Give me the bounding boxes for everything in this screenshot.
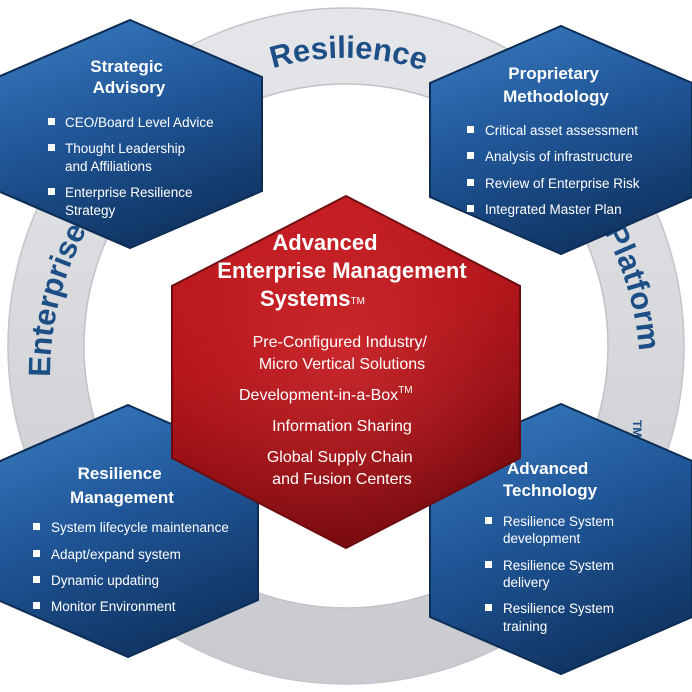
center-item: Pre-Configured Industry/ Micro Vertical … <box>253 334 432 373</box>
hex-shape <box>429 24 692 256</box>
bullet-icon <box>48 144 55 151</box>
bullet-icon <box>467 152 474 159</box>
center-item: Information Sharing <box>272 418 412 435</box>
hex-center-advanced-enterprise-management: Advanced Enterprise Management SystemsTM… <box>171 194 521 550</box>
hex-item: Review of Enterprise Risk <box>485 176 640 191</box>
bullet-icon <box>467 179 474 186</box>
center-title: Advanced Enterprise Management <box>217 230 467 283</box>
hex-glow <box>172 196 520 548</box>
hex-item: Dynamic updating <box>51 573 159 588</box>
hex-strategic-advisory: Strategic Advisory CEO/Board Level Advic… <box>0 18 263 250</box>
bullet-icon <box>33 576 40 583</box>
hex-title: Strategic Advisory <box>90 57 167 97</box>
bullet-icon <box>48 118 55 125</box>
bullet-icon <box>467 126 474 133</box>
hex-item: Monitor Environment <box>51 599 176 614</box>
hex-item: CEO/Board Level Advice <box>65 115 214 130</box>
bullet-icon <box>467 205 474 212</box>
hex-item: Critical asset assessment <box>485 123 638 138</box>
center-item: Development-in-a-BoxTM <box>239 385 413 404</box>
hex-item: Resilience System development <box>503 514 618 546</box>
hex-item: Analysis of infrastructure <box>485 149 633 164</box>
bullet-icon <box>485 517 492 524</box>
bullet-icon <box>33 602 40 609</box>
bullet-icon <box>485 561 492 568</box>
hex-item: Resilience System delivery <box>503 558 618 590</box>
ring-outer-edge <box>7 7 685 685</box>
hex-title: Advanced Technology <box>503 459 598 500</box>
ring-inner-edge <box>83 83 609 609</box>
bullet-icon <box>48 188 55 195</box>
hex-title: Resilience Management <box>70 464 174 507</box>
center-item: Global Supply Chain and Fusion Centers <box>267 449 417 488</box>
hex-item: Resilience System training <box>503 601 618 634</box>
hex-item: Adapt/expand system <box>51 547 181 562</box>
hex-shape <box>0 18 263 250</box>
bullet-icon <box>485 604 492 611</box>
center-title-systems: SystemsTM <box>260 286 365 311</box>
hex-item: Integrated Master Plan <box>485 202 622 217</box>
bullet-icon <box>33 550 40 557</box>
hex-item: Thought Leadership and Affiliations <box>65 141 189 174</box>
bullet-icon <box>33 523 40 530</box>
ring-band <box>8 8 684 684</box>
hex-item: System lifecycle maintenance <box>51 520 229 535</box>
hex-title: Proprietary Methodology <box>503 64 609 106</box>
hex-proprietary-methodology: Proprietary Methodology Critical asset a… <box>429 24 692 256</box>
hex-item: Enterprise Resilience Strategy <box>65 185 196 218</box>
ring-label-platform-tm: TM <box>630 420 644 437</box>
